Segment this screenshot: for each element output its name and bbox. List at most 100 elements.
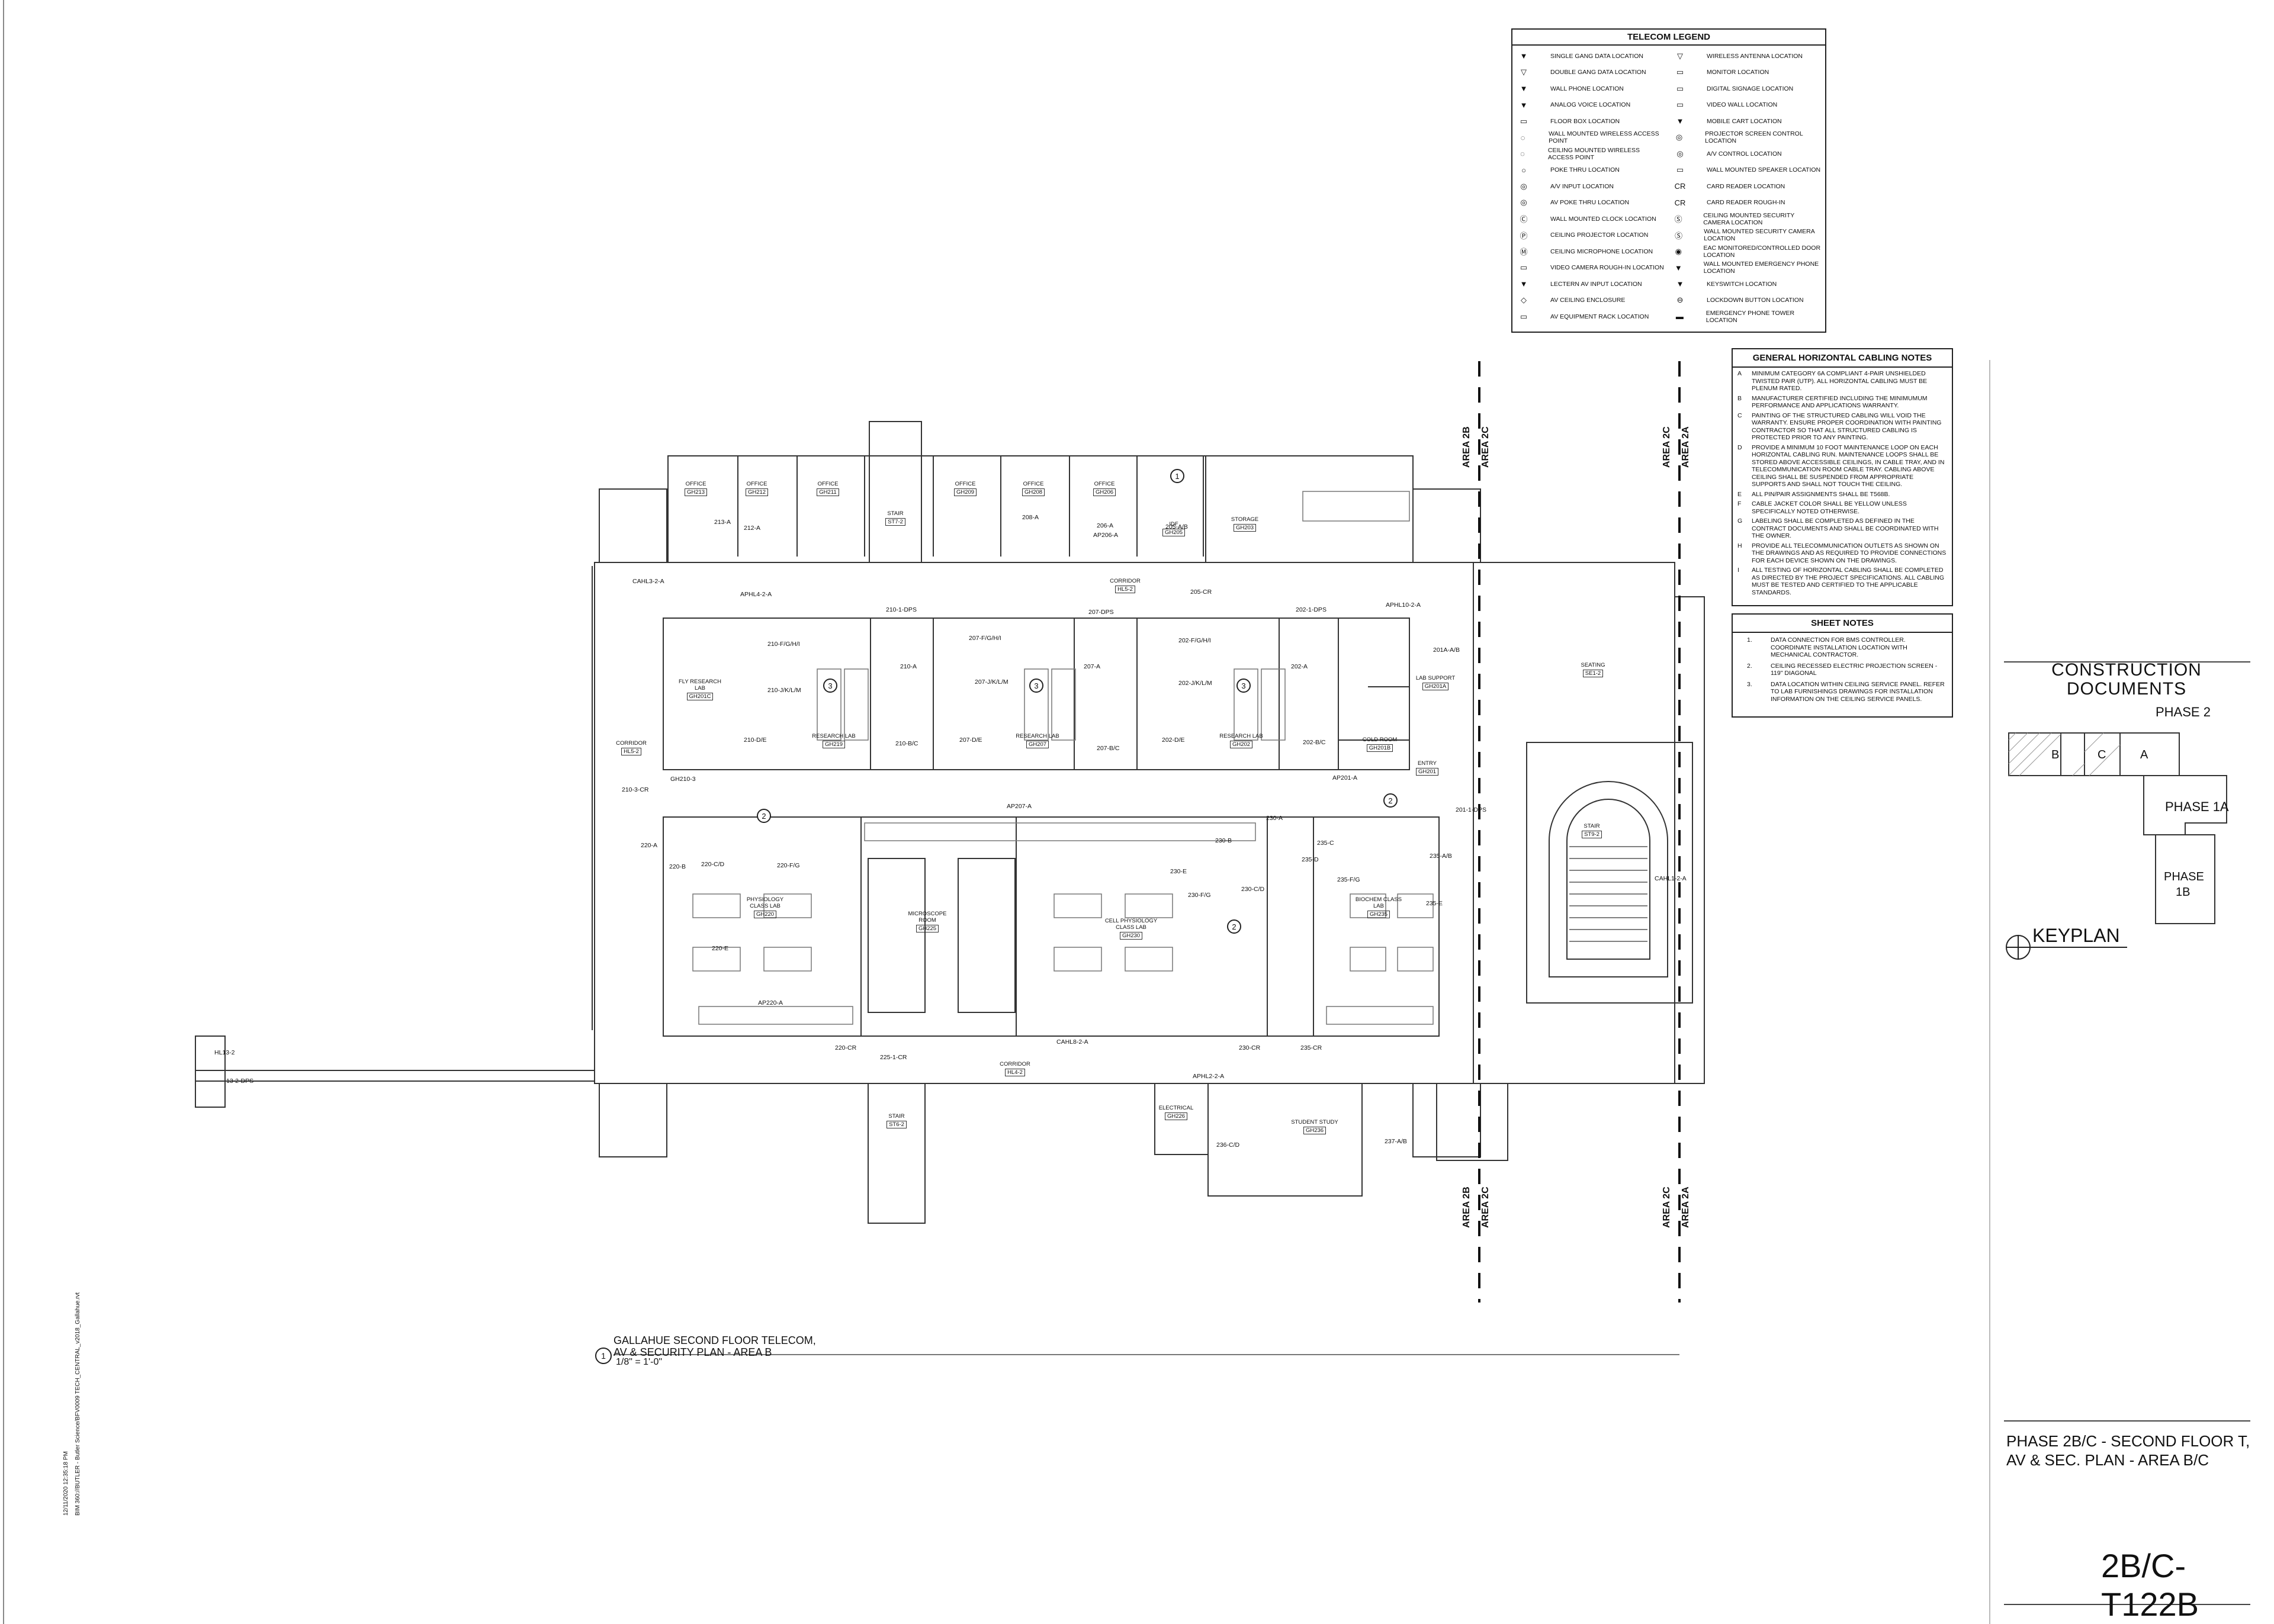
sheet-notes-list: 1.DATA CONNECTION FOR BMS CONTROLLER. CO… [1733,636,1952,703]
note-key: H [1737,542,1742,549]
room-number: ST7-2 [885,518,905,526]
legend-label: WIRELESS ANTENNA LOCATION [1707,52,1803,60]
room-number: GH201B [1366,744,1393,752]
single-gang-triangle-icon: ▼ [1520,52,1528,61]
legend-row: ◉EAC MONITORED/CONTROLLED DOOR LOCATION [1672,243,1822,260]
room-number: GH230 [1119,932,1143,940]
legend-left-column: ▼SINGLE GANG DATA LOCATION▽DOUBLE GANG D… [1512,46,1669,327]
note-text: CEILING RECESSED ELECTRIC PROJECTION SCR… [1771,662,1938,677]
legend-row: ▭MONITOR LOCATION [1672,65,1822,81]
device-tag: 207-D/E [959,737,982,744]
keyplan-phase-1a: PHASE 1A [2165,799,2229,814]
device-tag: 230-B [1215,837,1232,844]
keyplan-phase-1b-line1: PHASE [2164,870,2204,883]
room-name: PHYSIOLOGY CLASS LAB [746,896,784,909]
area-label-2c-right-top: AREA 2C [1662,426,1672,468]
legend-label: POKE THRU LOCATION [1550,166,1620,174]
legend-label: MOBILE CART LOCATION [1707,117,1782,125]
legend-row: ◎A/V INPUT LOCATION [1516,178,1665,195]
construction-documents-label: CONSTRUCTION DOCUMENTS [2004,661,2249,699]
legend-label: WALL MOUNTED EMERGENCY PHONE LOCATION [1703,261,1819,275]
legend-row: ▭VIDEO WALL LOCATION [1672,97,1822,114]
room-number: GH212 [745,488,769,496]
legend-label: CARD READER ROUGH-IN [1707,199,1785,207]
legend-label: AV POKE THRU LOCATION [1550,199,1630,207]
device-tag: 210-F/G/H/I [767,641,800,648]
device-tag: 207-B/C [1097,745,1120,752]
legend-row: ▼ANALOG VOICE LOCATION [1516,97,1665,114]
device-tag: AP220-A [758,999,783,1006]
room-number: SE1-2 [1582,670,1604,677]
legend-label: AV CEILING ENCLOSURE [1550,297,1626,304]
area-label-2a-top: AREA 2A [1681,426,1691,468]
device-tag: 225-1-CR [880,1054,907,1061]
area-label-2b-bottom: AREA 2B [1462,1186,1472,1228]
digital-signage-icon: ▭ [1676,83,1684,93]
device-tag: 202-J/K/L/M [1178,680,1212,687]
room-number: GH201 [1415,768,1439,776]
device-tag: 206-A [1097,522,1114,529]
phase-label: PHASE 2 [2156,705,2211,719]
keyplan-label: KEYPLAN [2032,925,2120,946]
room-name: BIOCHEM CLASS LAB [1355,896,1402,909]
room-number: GH236 [1303,1127,1326,1134]
note-key: I [1737,567,1739,574]
print-stamp-date: 12/11/2020 12:35:18 PM [63,1451,69,1516]
legend-row: ◌CEILING MOUNTED WIRELESS ACCESS POINT [1516,146,1665,162]
device-tag: 235-C [1317,840,1334,847]
room-name: STAIR [887,510,904,517]
legend-row: ◎AV POKE THRU LOCATION [1516,195,1665,211]
note-key: E [1737,490,1742,498]
drawing-number-circle: 1 [595,1348,612,1364]
legend-title: TELECOM LEGEND [1512,30,1825,46]
device-tag: 220-CR [835,1044,857,1051]
legend-label: WALL MOUNTED SECURITY CAMERA LOCATION [1704,228,1815,243]
wall-clock-icon: Ⓒ [1520,215,1528,224]
legend-row: ▼KEYSWITCH LOCATION [1672,276,1822,292]
device-tag: 235-A/B [1430,853,1452,860]
room-name: RESEARCH LAB [1016,733,1059,739]
device-tag: APHL2-2-A [1193,1073,1225,1080]
note-key: A [1737,370,1742,377]
device-tag: 202-F/G/H/I [1178,637,1211,644]
room-number: GH202 [1229,741,1253,748]
room-name: ELECTRICAL [1158,1105,1194,1111]
room-name: STORAGE [1231,516,1259,523]
keyplan-phase-1b-line2: 1B [2176,886,2191,899]
legend-label: WALL MOUNTED CLOCK LOCATION [1550,215,1656,223]
device-tag: AP207-A [1007,803,1032,810]
device-tag: 235-D [1302,856,1319,863]
legend-row: ▼SINGLE GANG DATA LOCATION [1516,48,1665,65]
ceiling-microphone-icon: Ⓜ [1520,247,1528,257]
legend-row: ▼WALL PHONE LOCATION [1516,81,1665,97]
device-tag: 220-A [641,842,658,849]
device-tag: 230-C/D [1241,886,1265,893]
room-number: GH201A [1422,683,1449,690]
device-tag: CAHL1-2-A [1655,875,1687,882]
area-label-2b-top: AREA 2B [1462,426,1472,468]
legend-row: ▭VIDEO CAMERA ROUGH-IN LOCATION [1516,260,1665,276]
emergency-tower-icon: ▬ [1675,312,1684,321]
legend-row: ▭WALL MOUNTED SPEAKER LOCATION [1672,162,1822,179]
room-number: GH208 [1022,488,1045,496]
room-number: HL4-2 [1005,1069,1025,1076]
room-name: SEATING [1581,662,1605,668]
svg-text:2: 2 [762,812,766,821]
room-name: FLY RESEARCH LAB [679,678,721,692]
room-name: CORRIDOR [616,740,647,747]
eac-door-icon: ◉ [1675,246,1682,256]
legend-row: ○POKE THRU LOCATION [1516,162,1665,179]
area-label-2c-right-bottom: AREA 2C [1662,1186,1672,1228]
wireless-antenna-icon: ▽ [1677,51,1683,60]
device-tag: APHL10-2-A [1386,602,1421,609]
